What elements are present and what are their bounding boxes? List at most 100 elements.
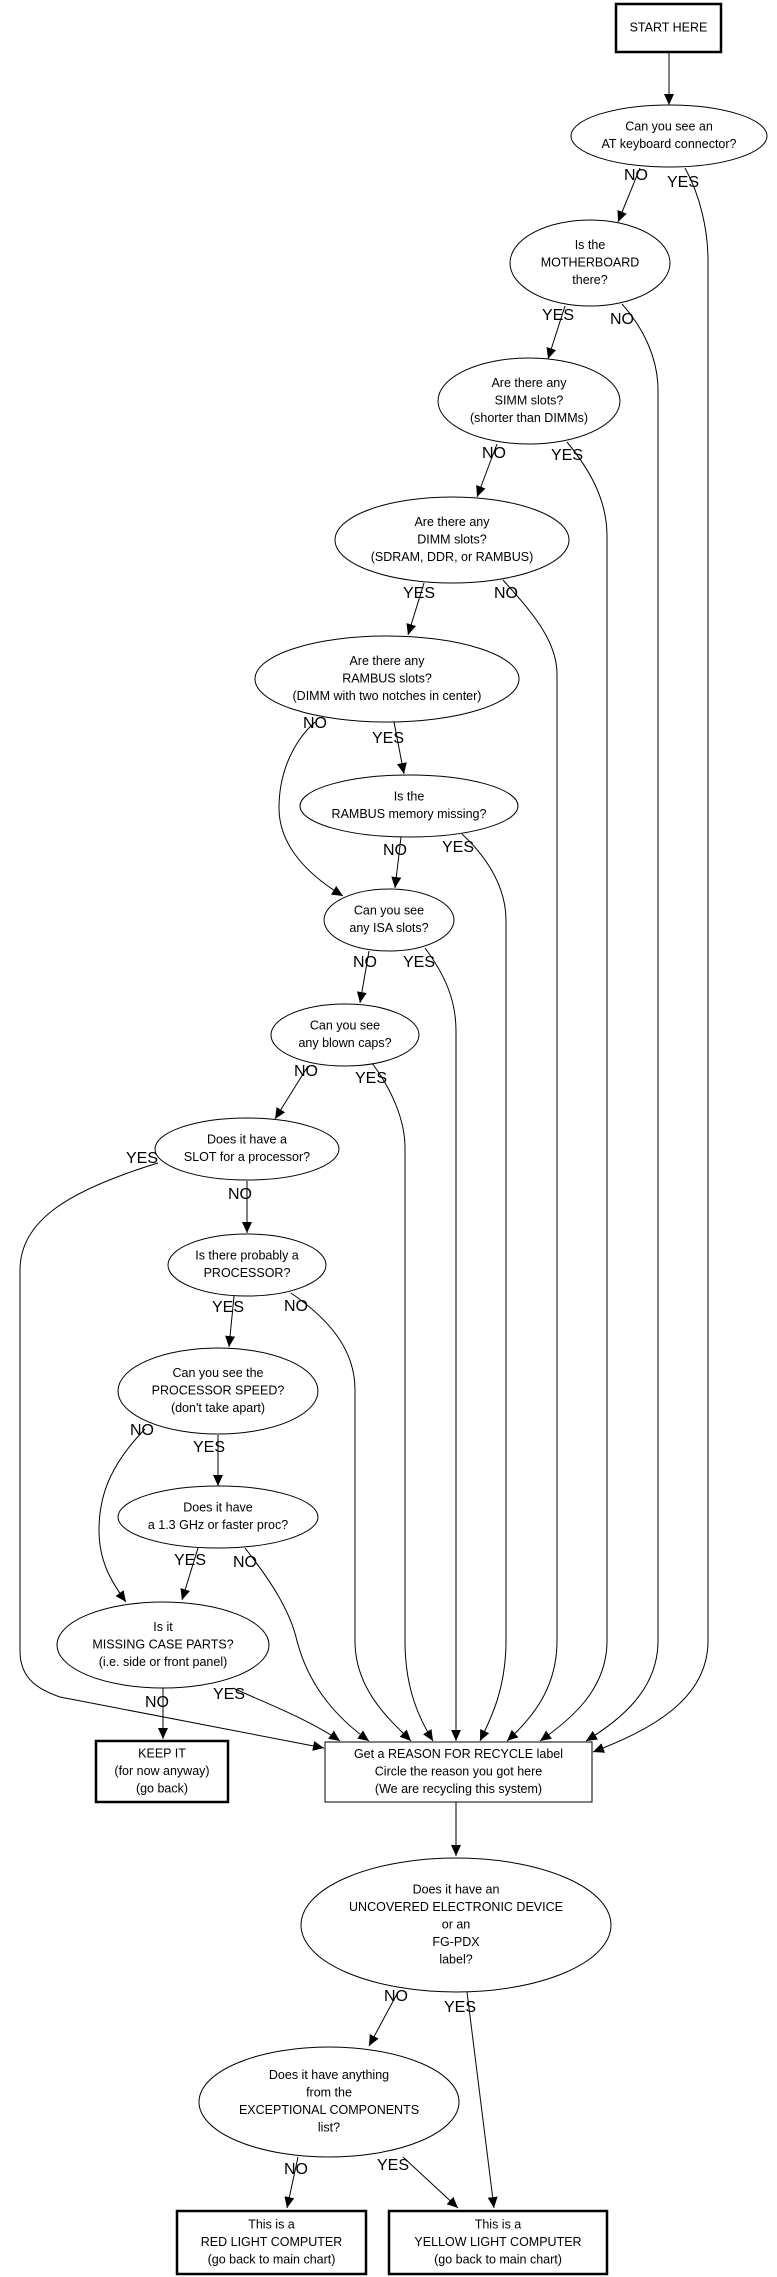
edge-proc-slot-to-processor: NO xyxy=(228,1181,252,1233)
edge-label-no: NO xyxy=(303,715,327,732)
ellipse-shape xyxy=(570,104,768,168)
edge-proc-slot-to-recycle: YES xyxy=(19,1150,325,1751)
box-shape xyxy=(175,2209,368,2276)
node-text-line: Is the xyxy=(575,238,606,252)
node-text-line: any ISA slots? xyxy=(349,921,428,935)
node-text-line: (SDRAM, DDR, or RAMBUS) xyxy=(371,550,534,564)
ellipse-shape xyxy=(56,1601,270,1689)
arrow-connector xyxy=(290,1292,412,1742)
edge-case-parts-to-keep-it: NO xyxy=(145,1688,169,1739)
edge-label-no: NO xyxy=(228,1186,252,1203)
node-text-line: Are there any xyxy=(349,654,425,668)
edge-label-no: NO xyxy=(145,1694,169,1711)
node-text-line: Does it have xyxy=(183,1501,253,1515)
node-text-line: Is it xyxy=(153,1620,173,1634)
edge-dimm-to-rambus-slots: YES xyxy=(403,582,435,636)
edge-motherboard-to-simm: YES xyxy=(542,305,574,360)
node-text-line: Can you see xyxy=(310,1019,380,1033)
edge-label-yes: YES xyxy=(551,447,583,464)
node-text-line: from the xyxy=(306,2086,352,2100)
edge-at-keyboard-to-motherboard: NO xyxy=(617,167,648,223)
node-text-line: (i.e. side or front panel) xyxy=(99,1655,228,1669)
edge-uncovered-to-exceptional: NO xyxy=(368,1988,408,2047)
arrow-connector xyxy=(391,836,402,889)
edge-label-yes: YES xyxy=(193,1439,225,1456)
node-text-line: (We are recycling this system) xyxy=(375,1782,542,1796)
ellipse-shape xyxy=(299,774,519,838)
node-text-line: list? xyxy=(318,2121,340,2135)
edge-uncovered-to-yellow: YES xyxy=(444,1991,498,2209)
edge-label-no: NO xyxy=(383,842,407,859)
node-text-line: AT keyboard connector? xyxy=(601,137,736,151)
box-shape xyxy=(324,1741,593,1803)
ellipse-shape xyxy=(437,357,621,445)
node-text-line: RAMBUS slots? xyxy=(342,671,432,685)
decision-exceptional: Does it have anything from theEXCEPTIONAL… xyxy=(198,2046,460,2158)
decision-case-parts: Is it MISSING CASE PARTS? (i.e. side or fr… xyxy=(56,1601,270,1689)
arrow-connector xyxy=(466,1991,498,2209)
node-text-line: there? xyxy=(572,273,607,287)
node-text-line: Does it have a xyxy=(207,1133,287,1147)
node-text-line: (go back to main chart) xyxy=(434,2252,562,2266)
box-shape xyxy=(387,2209,609,2276)
edge-exceptional-to-yellow: YES xyxy=(377,2156,459,2209)
edge-label-no: NO xyxy=(494,585,518,602)
arrow-connector xyxy=(371,1062,434,1742)
edge-simm-to-recycle: YES xyxy=(539,441,608,1742)
ellipse-shape xyxy=(334,496,570,584)
box-shape xyxy=(614,2,723,54)
edge-proc-speed-to-ghz: YES xyxy=(193,1435,225,1486)
edge-ghz-to-recycle: NO xyxy=(233,1547,370,1742)
edge-ghz-to-case-parts: YES xyxy=(174,1547,206,1601)
arrow-connector xyxy=(406,582,425,636)
node-text-line: Are there any xyxy=(491,376,567,390)
node-text-line: Does it have an xyxy=(413,1882,500,1896)
edge-label-yes: YES xyxy=(372,730,404,747)
arrow-connector xyxy=(424,947,461,1741)
edge-label-yes: YES xyxy=(403,585,435,602)
edge-label-yes: YES xyxy=(542,307,574,324)
node-text-line: DIMM slots? xyxy=(417,532,487,546)
ellipse-shape xyxy=(300,1857,612,1993)
arrow-connector xyxy=(502,579,558,1742)
edge-label-no: NO xyxy=(384,1988,408,2005)
node-text-line: MISSING CASE PARTS? xyxy=(92,1637,233,1651)
edge-label-yes: YES xyxy=(126,1150,158,1167)
box-shape xyxy=(94,1739,230,1804)
edge-label-yes: YES xyxy=(444,1999,476,2016)
node-text-line: EXCEPTIONAL COMPONENTS xyxy=(239,2103,419,2117)
edge-label-no: NO xyxy=(610,311,634,328)
arrow-connector xyxy=(368,1991,399,2047)
arrow-connector xyxy=(274,1065,309,1120)
edge-isa-to-blown-caps: NO xyxy=(353,950,377,1004)
ellipse-shape xyxy=(154,1117,340,1181)
arrow-connector xyxy=(402,2156,459,2209)
node-text-line: KEEP IT xyxy=(138,1746,186,1760)
edge-dimm-to-recycle: NO xyxy=(494,579,558,1742)
node-text-line: (for now anyway) xyxy=(114,1764,209,1778)
box-start: START HERE xyxy=(614,2,723,54)
node-text-line: (DIMM with two notches in center) xyxy=(293,689,482,703)
edge-label-yes: YES xyxy=(355,1070,387,1087)
edge-label-no: NO xyxy=(284,1298,308,1315)
arrow-connector xyxy=(278,721,344,897)
edge-processor-to-recycle: NO xyxy=(284,1292,412,1742)
node-text-line: (go back to main chart) xyxy=(208,2252,336,2266)
edge-motherboard-to-recycle: NO xyxy=(585,303,659,1742)
node-text-line: Does it have anything xyxy=(269,2068,389,2082)
edge-proc-speed-to-case-parts: NO xyxy=(98,1422,154,1603)
edge-label-no: NO xyxy=(624,167,648,184)
arrow-connector xyxy=(356,950,370,1004)
